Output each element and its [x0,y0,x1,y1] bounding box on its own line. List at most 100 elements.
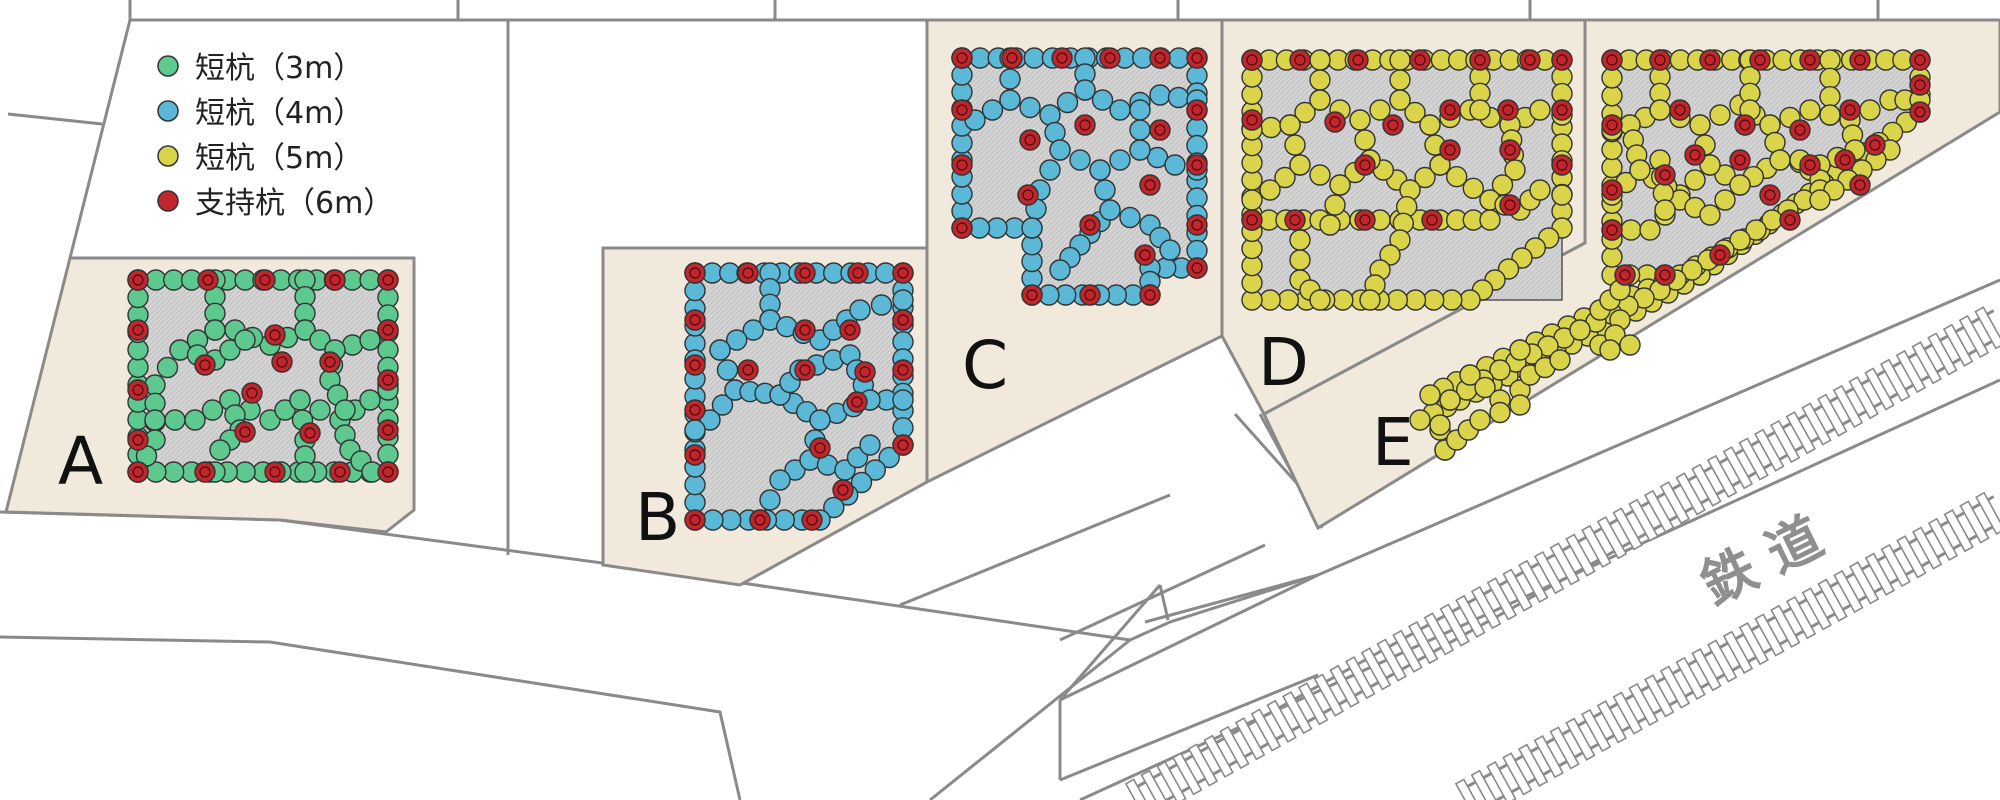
support-pile [1669,99,1691,121]
short-pile [1289,154,1311,176]
support-pile [1909,101,1931,123]
support-pile [1519,49,1541,71]
support-pile-ring [1352,54,1364,66]
rail-sleeper [1738,437,1769,481]
short-pile [892,289,914,311]
short-pile [999,68,1021,90]
support-pile-ring [956,52,968,64]
support-pile [1699,49,1721,71]
support-pile [1709,244,1731,266]
short-pile [156,356,179,379]
short-pile [864,459,886,481]
support-pile [839,319,861,341]
short-pile [1699,154,1721,176]
short-pile [1274,166,1296,189]
rail-sleeper [1912,526,1943,570]
rail-sleeper [1911,341,1942,385]
rail-sleeper [1706,454,1738,499]
short-pile [1039,159,1061,181]
rail-sleeper [1596,516,1628,560]
support-pile-ring [132,324,144,336]
short-pile [1629,159,1651,181]
short-pile [334,399,356,421]
rail-sleeper [1879,358,1911,402]
rail-sleeper [1581,524,1612,569]
support-pile [319,351,341,373]
legend-label-short4: 短杭（4m） [195,96,363,131]
support-pile-ring [239,426,251,438]
rail-sleeper [1628,682,1659,727]
short-pile [1859,99,1881,121]
support-pile [737,359,759,381]
short-pile [1549,349,1571,371]
short-pile [1349,109,1371,131]
short-pile [892,389,914,411]
support-pile [684,399,706,421]
support-pile [1186,214,1208,236]
support-pile [1499,194,1521,216]
support-pile [1601,179,1623,201]
legend-marker-support6 [157,190,179,212]
support-pile [1074,114,1096,136]
short-pile [726,329,748,351]
rail-sleeper [1533,734,1564,779]
short-pile [1389,49,1411,71]
short-pile [1489,401,1511,424]
support-pile-ring [132,434,144,446]
support-pile-ring [246,387,258,399]
support-pile-ring [1804,54,1816,66]
short-pile [1260,116,1282,139]
short-pile [1601,246,1623,268]
rail-sleeper [1250,708,1282,752]
support-pile-ring [1329,116,1341,128]
support-pile-ring [1754,54,1766,66]
rail-sleeper [1171,752,1203,796]
short-pile [1819,49,1841,71]
short-pile [1799,99,1821,121]
rail-sleeper [1407,620,1439,665]
support-pile [1324,111,1346,133]
short-pile [234,329,256,351]
support-pile [1289,49,1311,71]
rail-sleeper [1833,569,1864,614]
support-pile [1601,114,1623,136]
support-pile-ring [1289,214,1301,226]
short-pile [1819,67,1841,90]
short-pile [1389,89,1411,111]
short-pile [1529,99,1551,121]
rail-sleeper [1722,630,1754,674]
support-pile-ring [897,267,909,279]
support-pile-ring [897,439,909,451]
support-pile [854,361,876,383]
support-pile-ring [1869,139,1881,151]
support-pile-ring [1191,159,1203,171]
support-pile [1601,49,1623,71]
support-pile [1789,119,1811,141]
short-pile [1620,219,1642,241]
support-pile [1849,174,1871,196]
rail-sleeper [1959,500,1990,544]
short-pile [1109,149,1131,171]
rail-sleeper [1470,585,1502,630]
support-pile [1382,114,1404,136]
support-pile [1909,74,1931,96]
support-pile [684,354,706,376]
rail-sleeper [1439,603,1470,647]
short-pile [1684,169,1706,191]
legend-label-short3: 短杭（3m） [195,51,363,86]
support-pile [794,319,816,341]
rail-sleeper [1691,463,1722,507]
rail-sleeper [1691,648,1722,692]
support-pile [1354,209,1376,231]
rail-sleeper [1549,542,1581,586]
support-pile-ring [1504,199,1516,211]
rail-sleeper [1502,568,1533,612]
rail-sleeper [1549,726,1580,770]
support-pile [749,509,771,531]
rail-sleeper [1470,769,1501,800]
support-pile-ring [689,314,701,326]
rail-sleeper [1880,543,1911,588]
support-pile-ring [1191,262,1203,274]
short-pile [274,399,296,421]
rail-sleeper [1187,743,1219,787]
